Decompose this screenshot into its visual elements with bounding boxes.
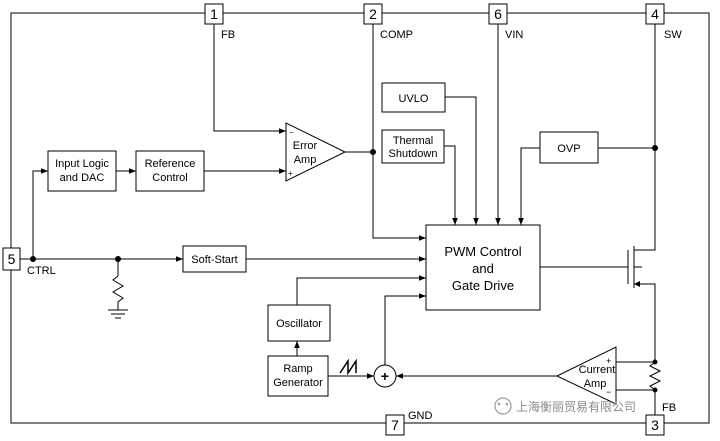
svg-text:Reference: Reference (145, 158, 196, 170)
svg-text:OVP: OVP (557, 143, 580, 155)
pin-1: 1 FB (204, 3, 235, 41)
input-logic-block: Input Logic and DAC (47, 150, 117, 192)
ramp-generator-block: Ramp Generator (267, 355, 329, 397)
svg-text:Shutdown: Shutdown (389, 148, 438, 160)
oscillator-block: Oscillator (267, 304, 331, 342)
svg-text:PWM Control: PWM Control (444, 244, 521, 259)
pin-5-number: 5 (8, 251, 16, 267)
soft-start-block: Soft-Start (182, 245, 247, 273)
svg-text:Generator: Generator (273, 377, 323, 389)
pin-4-number: 4 (651, 6, 659, 22)
svg-text:Control: Control (152, 172, 187, 184)
pin-1-number: 1 (210, 6, 218, 22)
svg-text:UVLO: UVLO (399, 93, 429, 105)
thermal-shutdown-block: Thermal Shutdown (381, 129, 445, 164)
watermark-text: 上海衡丽贸易有限公司 (516, 399, 636, 414)
pin-5-label: CTRL (27, 265, 56, 277)
current-amp: Current Amp + − (555, 346, 617, 405)
pin-6: 6 VIN (488, 3, 523, 41)
svg-text:Error: Error (293, 140, 318, 152)
svg-text:and DAC: and DAC (60, 172, 105, 184)
ovp-block: OVP (539, 131, 599, 164)
watermark: 上海衡丽贸易有限公司 (494, 397, 636, 415)
svg-text:Thermal: Thermal (393, 135, 433, 147)
wires (20, 24, 662, 415)
error-amp: Error Amp − + (285, 122, 347, 182)
svg-text:Ramp: Ramp (283, 363, 312, 375)
svg-text:and: and (472, 261, 494, 276)
pin-3-label: FB (662, 402, 676, 414)
error-amp-plus: + (288, 169, 293, 178)
reference-control-block: Reference Control (135, 150, 205, 192)
pin-6-label: VIN (505, 29, 523, 41)
svg-text:+: + (381, 368, 389, 384)
current-amp-plus: + (606, 356, 611, 366)
pin-3: 3 FB (645, 402, 676, 436)
svg-text:Amp: Amp (294, 154, 317, 166)
pin-2-label: COMP (380, 29, 413, 41)
ic-boundary (10, 12, 710, 424)
current-amp-minus: − (606, 387, 611, 397)
pin-4-label: SW (664, 29, 682, 41)
pin-4: 4 SW (645, 3, 682, 41)
pin-6-number: 6 (494, 6, 502, 22)
svg-text:Input Logic: Input Logic (55, 158, 109, 170)
error-amp-minus: − (289, 128, 294, 137)
pin-7: 7 GND (385, 410, 433, 436)
pin-1-label: FB (221, 29, 235, 41)
pin-7-label: GND (408, 410, 433, 422)
uvlo-block: UVLO (381, 82, 446, 113)
summing-junction: + (373, 364, 397, 388)
pin-2: 2 COMP (363, 3, 413, 41)
pin-2-number: 2 (369, 6, 377, 22)
pwm-control-block: PWM Control and Gate Drive (425, 224, 541, 311)
svg-text:Gate Drive: Gate Drive (452, 278, 514, 293)
junction-dots (30, 145, 658, 262)
svg-text:Amp: Amp (584, 378, 607, 390)
svg-text:Oscillator: Oscillator (276, 318, 322, 330)
mosfet-icon (627, 246, 642, 288)
svg-text:Current: Current (579, 364, 616, 376)
svg-text:Soft-Start: Soft-Start (191, 254, 237, 266)
sawtooth-icon (339, 358, 357, 376)
pin-7-number: 7 (391, 417, 399, 433)
pin-5: 5 CTRL (2, 247, 56, 277)
pin-3-number: 3 (651, 417, 659, 433)
